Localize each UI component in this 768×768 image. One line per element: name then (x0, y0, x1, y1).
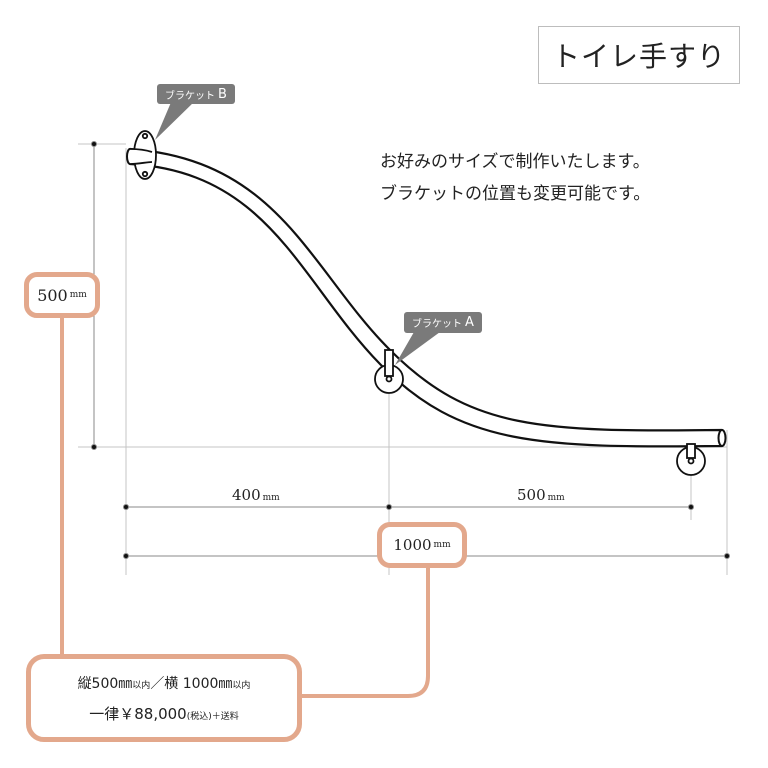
height-limit-suffix: 以内 (132, 680, 151, 691)
connector-width-to-price (302, 566, 430, 698)
total-width-value: 1000 (393, 536, 432, 554)
width-limit-suffix: 以内 (232, 680, 251, 691)
height-value: 500 (37, 285, 68, 305)
right-width-unit: mm (547, 493, 565, 503)
height-limit: 縦500㎜ (77, 675, 133, 692)
split-dim-dot-1 (123, 504, 129, 510)
bracket-right-plate (676, 443, 706, 476)
total-width-unit: mm (433, 540, 451, 550)
price-box: 縦500㎜以内／横 1000㎜以内 一律￥88,000(税込)＋送料 (26, 654, 302, 742)
right-width-value: 500 (517, 486, 546, 504)
description-line-2: ブラケットの位置も変更可能です。 (380, 184, 651, 204)
split-dim-dot-2 (386, 504, 392, 510)
handrail-right-end (717, 429, 727, 447)
price-value: 一律￥88,000 (89, 704, 187, 723)
bracket-a-letter: A (465, 315, 474, 330)
left-width-value: 400 (232, 486, 261, 504)
connector-lines (60, 316, 430, 698)
split-dim-dot-3 (688, 504, 694, 510)
width-limit: ／横 1000㎜ (150, 675, 233, 692)
left-width-unit: mm (262, 493, 280, 503)
height-unit: mm (69, 290, 87, 300)
bracket-b-label: ブラケット (165, 90, 216, 102)
page-title: トイレ手すり (538, 26, 740, 84)
size-limit-line: 縦500㎜以内／横 1000㎜以内 (78, 673, 251, 693)
bracket-b-plate (129, 130, 157, 180)
bracket-b-letter: B (218, 86, 227, 102)
height-dim-dot-bottom (91, 444, 97, 450)
price-note: (税込)＋送料 (186, 711, 239, 722)
description: お好みのサイズで制作いたします。 ブラケットの位置も変更可能です。 (380, 146, 650, 210)
total-dim-dot-right (724, 553, 730, 559)
callout-a-pointer (395, 332, 440, 365)
description-line-1: お好みのサイズで制作いたします。 (380, 152, 650, 172)
bracket-a-plate (374, 349, 404, 394)
total-dim-dot-left (123, 553, 129, 559)
callout-b-pointer (155, 100, 196, 140)
price-line: 一律￥88,000(税込)＋送料 (89, 703, 239, 724)
height-dim-dot-top (91, 141, 97, 147)
bracket-a-label: ブラケット (412, 319, 463, 330)
